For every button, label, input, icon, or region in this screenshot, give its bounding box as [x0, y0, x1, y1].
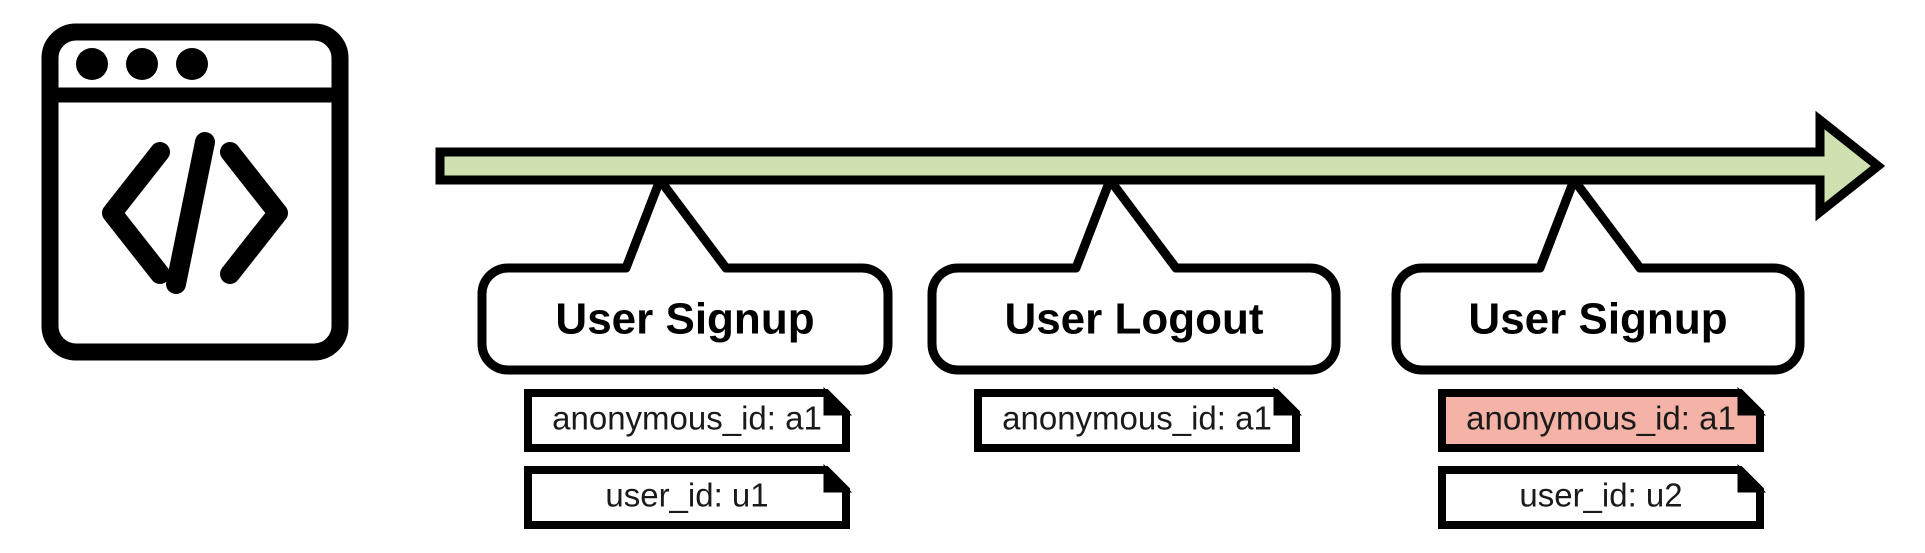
event-group-2: User Logout anonymous_id: a1	[927, 175, 1341, 452]
code-window-icon	[41, 23, 349, 361]
note-fold-1-user-id	[823, 463, 853, 493]
window-dot-1-icon	[76, 48, 108, 80]
note-text-1-anonymous-id: anonymous_id: a1	[552, 400, 822, 437]
window-dot-2-icon	[126, 48, 158, 80]
note-text-3-anonymous-id: anonymous_id: a1	[1466, 400, 1736, 437]
note-fold-3-user-id	[1737, 463, 1767, 493]
note-shape-3-anonymous-id[interactable]	[1438, 389, 1764, 452]
note-shape-1-user-id[interactable]	[524, 466, 850, 529]
event-group-1: User Signup anonymous_id: a1 user_id: u1	[477, 175, 893, 529]
event-label-3: User Signup	[1468, 295, 1727, 344]
event-group-3: User Signup anonymous_id: a1 user_id: u2	[1391, 175, 1805, 529]
note-text-2-anonymous-id: anonymous_id: a1	[1002, 400, 1272, 437]
note-fold-2-anonymous-id	[1273, 386, 1303, 416]
note-shape-1-anonymous-id[interactable]	[524, 389, 850, 452]
note-text-3-user-id: user_id: u2	[1519, 477, 1682, 514]
note-shape-2-anonymous-id[interactable]	[974, 389, 1300, 452]
note-fold-1-anonymous-id	[823, 386, 853, 416]
event-label-1: User Signup	[555, 295, 814, 344]
window-dot-3-icon	[176, 48, 208, 80]
note-text-1-user-id: user_id: u1	[605, 477, 768, 514]
note-shape-3-user-id[interactable]	[1438, 466, 1764, 529]
event-timeline-arrow	[435, 110, 1886, 222]
code-angle-brackets-icon	[102, 132, 288, 294]
event-box-2[interactable]	[927, 175, 1341, 375]
note-fold-3-anonymous-id	[1737, 386, 1767, 416]
event-label-2: User Logout	[1004, 295, 1263, 344]
event-box-1[interactable]	[477, 175, 893, 375]
event-box-3[interactable]	[1391, 175, 1805, 375]
